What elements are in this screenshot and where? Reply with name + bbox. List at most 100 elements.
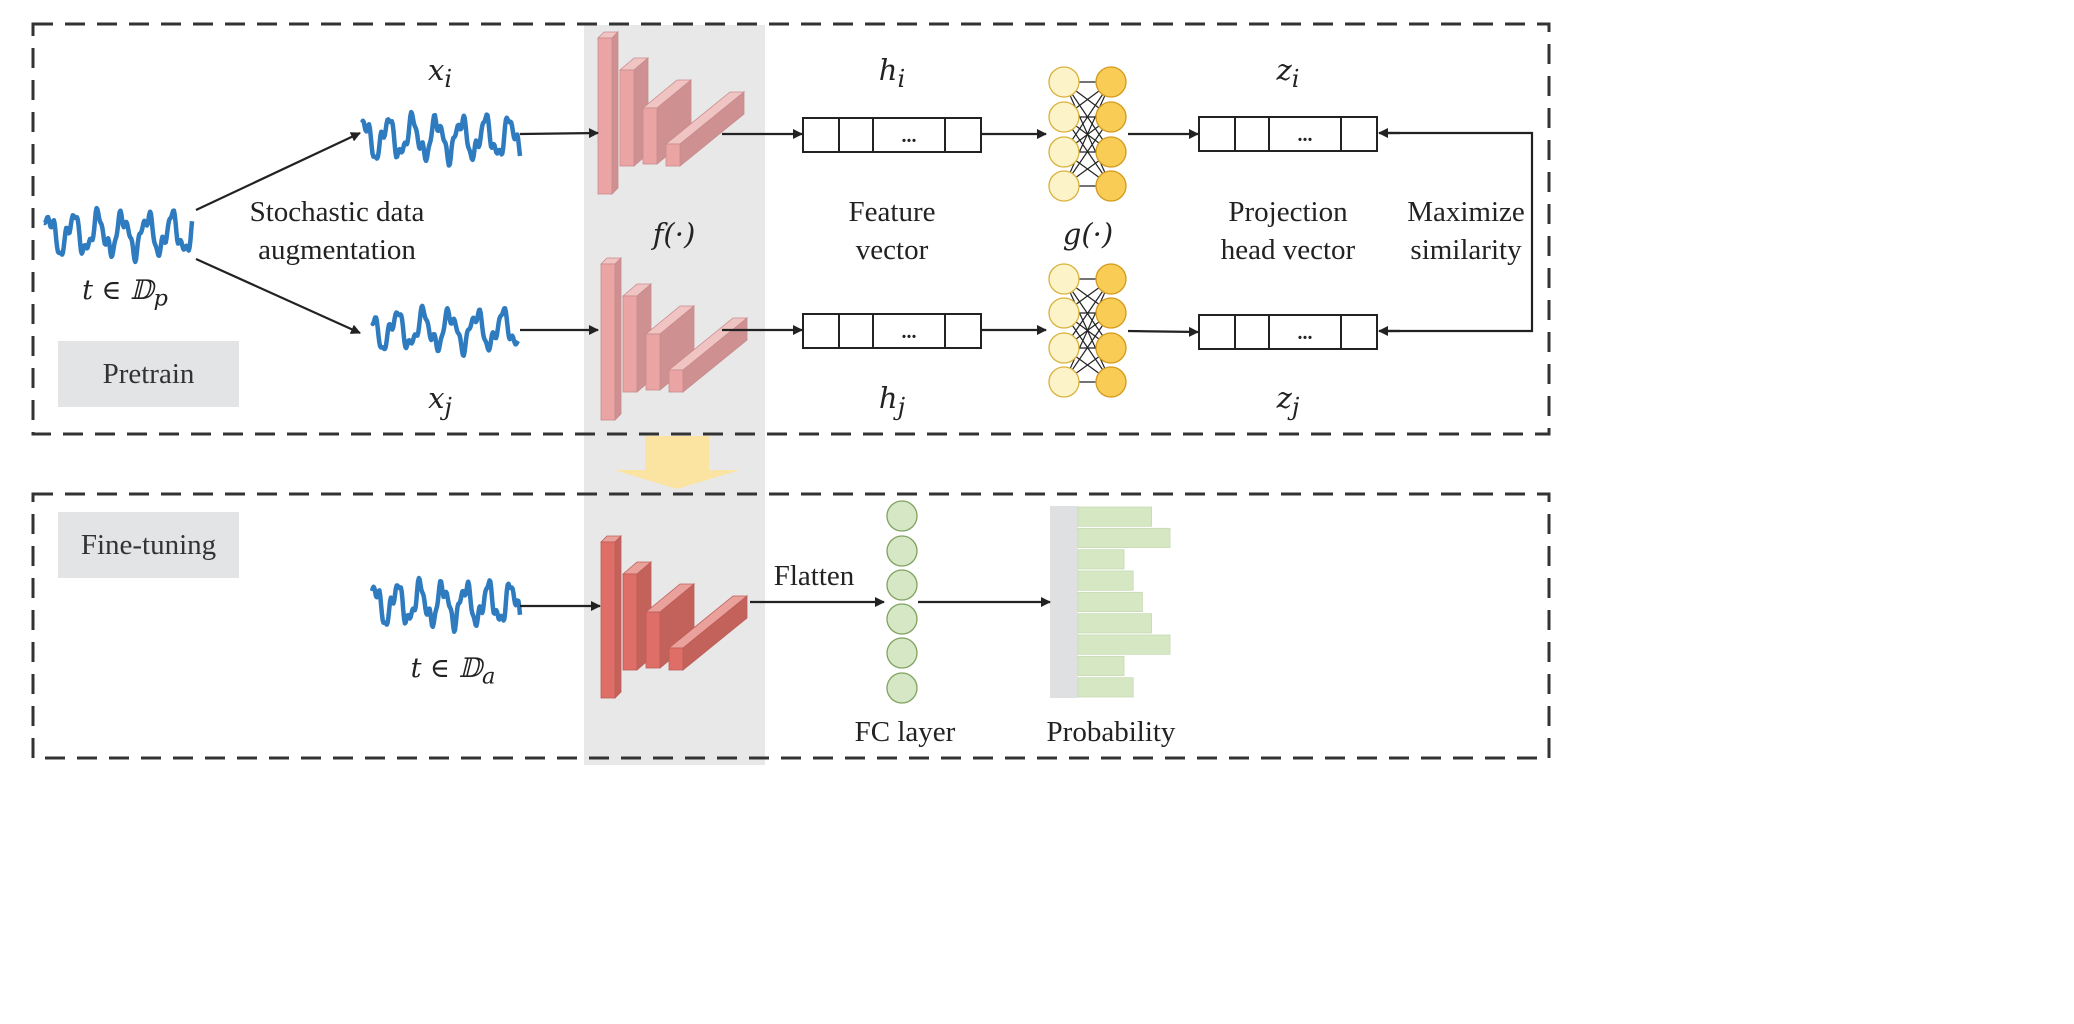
- pretrain-input-label: t ∈ 𝔻p: [82, 275, 168, 312]
- finetune-input-label: t ∈ 𝔻a: [410, 653, 496, 690]
- fc-node: [886, 637, 918, 669]
- encoder-layer-3-front: [645, 333, 661, 391]
- probability-bars: [1077, 506, 1171, 698]
- projection-caption: Projection head vector: [1198, 194, 1378, 269]
- fc-node: [886, 672, 918, 704]
- projector-label: g(·): [1062, 217, 1114, 251]
- proj-zi-label: zi: [1276, 53, 1300, 93]
- probability-bar: [1077, 506, 1152, 527]
- augmentation-label-line1: Stochastic data: [249, 196, 425, 228]
- vector-ellipsis: ...: [1298, 322, 1313, 344]
- fc-node: [886, 603, 918, 635]
- projection-caption-line2: head vector: [1220, 233, 1356, 266]
- encoder-layer-1: [597, 31, 619, 195]
- arrow-head-to-zj: [1127, 326, 1199, 337]
- probability-bar: [1077, 677, 1134, 698]
- fc-node: [886, 535, 918, 567]
- probability-bar: [1077, 570, 1134, 591]
- finetune-tag: Fine-tuning: [58, 512, 239, 578]
- encoder-layer-1: [600, 257, 622, 421]
- augmented-signal-xi: [360, 109, 523, 168]
- head-node-output: [1095, 332, 1127, 364]
- vector-outline: [802, 117, 982, 153]
- fc-node: [886, 569, 918, 601]
- encoder-layer-1-front: [600, 263, 616, 421]
- head-edge: [1063, 278, 1112, 383]
- encoder-layer-4-front: [665, 143, 681, 167]
- objective-caption-line1: Maximize: [1407, 196, 1525, 228]
- head-node-input: [1048, 366, 1080, 398]
- head-node-input: [1048, 136, 1080, 168]
- probability-bar: [1077, 527, 1171, 548]
- vector-outline: [802, 313, 982, 349]
- feature-caption-line1: Feature: [848, 196, 936, 228]
- encoder-layer-2-front: [619, 69, 635, 167]
- arrow-input-to-xj: [195, 257, 361, 335]
- transfer-arrow: [614, 436, 740, 489]
- encoder-layer-4-front: [668, 647, 684, 671]
- projection-vector-zj: ...: [1198, 314, 1378, 350]
- encoder-layer-1-front: [597, 37, 613, 195]
- encoder-layer-2-front: [622, 295, 638, 393]
- encoder-layer-1-side: [614, 257, 622, 421]
- encoder-label: f(·): [652, 217, 696, 251]
- feature-caption-line2: vector: [855, 233, 929, 266]
- vector-ellipsis: ...: [902, 321, 917, 343]
- projection-head-j: [1048, 263, 1127, 398]
- fc-layer-nodes: [886, 500, 918, 704]
- probability-bar: [1077, 591, 1143, 612]
- fc-node: [886, 500, 918, 532]
- input-signal-finetune: [369, 575, 523, 634]
- arrow-xi-to-encoder: [519, 128, 599, 139]
- head-node-output: [1095, 66, 1127, 98]
- head-node-output: [1095, 297, 1127, 329]
- projection-head-i: [1048, 66, 1127, 202]
- feature-hi-label: hi: [878, 53, 906, 93]
- projection-caption-line1: Projection: [1228, 196, 1348, 228]
- feature-vector-hj: ...: [802, 313, 982, 349]
- flow-arrows: [195, 128, 1534, 611]
- probability-bar: [1077, 613, 1152, 634]
- encoder-block-finetune: [600, 535, 749, 699]
- projection-vector-zi: ...: [1198, 116, 1378, 152]
- vector-outline: [1198, 116, 1378, 152]
- head-node-output: [1095, 263, 1127, 295]
- head-edge: [1063, 81, 1112, 187]
- encoder-layer-4: [667, 595, 749, 671]
- probability-bar: [1077, 655, 1125, 676]
- flatten-label: Flatten: [773, 560, 855, 592]
- arrow-input-to-xi: [195, 132, 361, 211]
- encoder-block-j: [600, 257, 749, 421]
- head-node-input: [1048, 263, 1080, 295]
- finetune-frame: [31, 492, 1551, 760]
- head-node-input: [1048, 332, 1080, 364]
- augmentation-label-line2: augmentation: [258, 233, 416, 266]
- feature-vector-hi: ...: [802, 117, 982, 153]
- probability-bar: [1077, 634, 1171, 655]
- pretrain-tag: Pretrain: [58, 341, 239, 407]
- view-xi-label: xi: [427, 53, 453, 93]
- feature-vector-caption: Feature vector: [812, 194, 972, 269]
- encoder-layer-4: [664, 91, 746, 167]
- objective-caption-line2: similarity: [1410, 233, 1522, 266]
- feature-hj-label: hj: [878, 381, 906, 421]
- encoder-layer-1-side: [614, 535, 622, 699]
- head-node-output: [1095, 101, 1127, 133]
- probability-axis: [1050, 506, 1078, 698]
- head-node-input: [1048, 170, 1080, 202]
- diagram-svg: ... ... ... ...: [31, 22, 1551, 765]
- fc-layer-label: FC layer: [854, 716, 956, 748]
- view-xj-label: xj: [428, 381, 452, 421]
- probability-bar: [1077, 549, 1125, 570]
- probability-label: Probability: [1046, 716, 1176, 748]
- proj-zj-label: zj: [1276, 381, 1300, 421]
- encoder-layer-1-side: [611, 31, 619, 195]
- input-signal-pretrain: [42, 205, 195, 265]
- head-node-input: [1048, 66, 1080, 98]
- head-node-input: [1048, 101, 1080, 133]
- head-node-output: [1095, 366, 1127, 398]
- vector-ellipsis: ...: [902, 125, 917, 147]
- encoder-layer-3-front: [645, 611, 661, 669]
- encoder-layer-1: [600, 535, 622, 699]
- encoder-layer-4-front: [668, 369, 684, 393]
